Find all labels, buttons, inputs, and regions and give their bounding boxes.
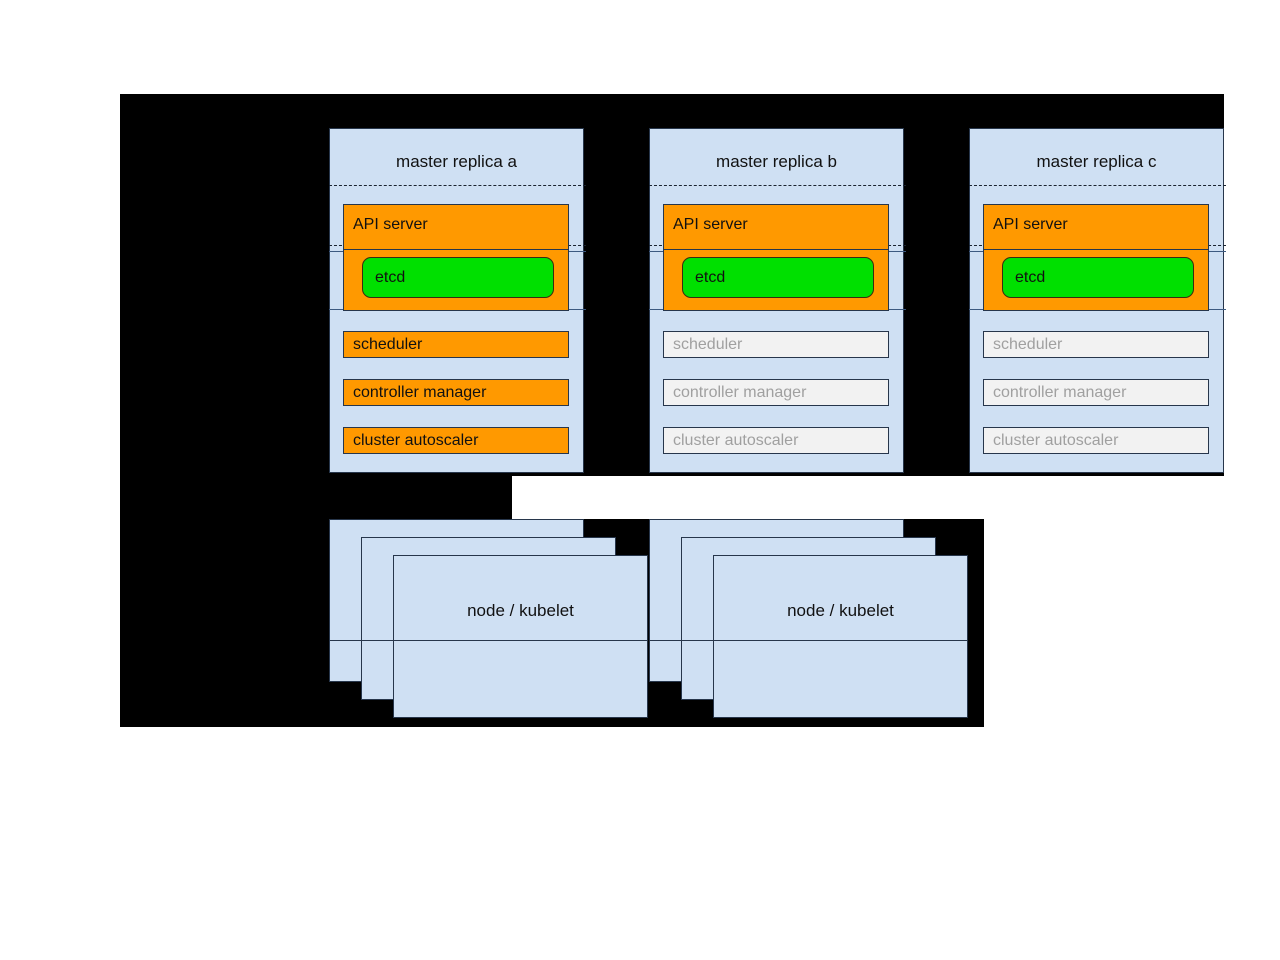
replica-c-controller-manager[interactable]: controller manager [983,379,1209,406]
replica-b-controller-manager[interactable]: controller manager [663,379,889,406]
replica-b-scheduler-label: scheduler [673,335,743,353]
node-stack-2-label: node / kubelet [787,601,894,620]
replica-c-api-server-label: API server [993,216,1068,233]
node-stack-1-label: node / kubelet [467,601,574,620]
replica-b-dash-top [649,185,906,186]
node-stack-2-divider [649,640,968,641]
replica-c-controller-manager-label: controller manager [993,383,1127,401]
replica-c-scheduler[interactable]: scheduler [983,331,1209,358]
replica-b-cluster-autoscaler[interactable]: cluster autoscaler [663,427,889,454]
replica-a-etcd-box[interactable]: etcd [362,257,554,298]
replica-c-etcd-label: etcd [1015,268,1046,286]
replica-b-api-server-label: API server [673,216,748,233]
replica-b-etcd-box[interactable]: etcd [682,257,874,298]
replica-a-api-server-label: API server [353,216,428,233]
replica-a-controller-manager[interactable]: controller manager [343,379,569,406]
replica-c-cluster-autoscaler[interactable]: cluster autoscaler [983,427,1209,454]
replica-a-controller-manager-label: controller manager [353,383,487,401]
replica-c-cluster-autoscaler-label: cluster autoscaler [993,431,1119,449]
replica-c-scheduler-label: scheduler [993,335,1063,353]
replica-b-scheduler[interactable]: scheduler [663,331,889,358]
replica-a-cluster-autoscaler[interactable]: cluster autoscaler [343,427,569,454]
replica-a-cluster-autoscaler-label: cluster autoscaler [353,431,479,449]
master-replica-a-title: master replica a [396,152,517,171]
replica-a-scheduler[interactable]: scheduler [343,331,569,358]
replica-a-etcd-label: etcd [375,268,406,286]
replica-b-etcd-label: etcd [695,268,726,286]
master-replica-b-title: master replica b [716,152,837,171]
replica-c-etcd-box[interactable]: etcd [1002,257,1194,298]
node-stack-1-divider [329,640,648,641]
replica-c-dash-top [969,185,1226,186]
replica-b-controller-manager-label: controller manager [673,383,807,401]
node-stack-2-card-front[interactable]: node / kubelet [713,555,968,718]
replica-b-cluster-autoscaler-label: cluster autoscaler [673,431,799,449]
replica-a-dash-top [329,185,586,186]
node-stack-1-card-front[interactable]: node / kubelet [393,555,648,718]
replica-a-scheduler-label: scheduler [353,335,423,353]
master-replica-c-title: master replica c [1036,152,1157,171]
gap-white-notch [512,476,984,519]
